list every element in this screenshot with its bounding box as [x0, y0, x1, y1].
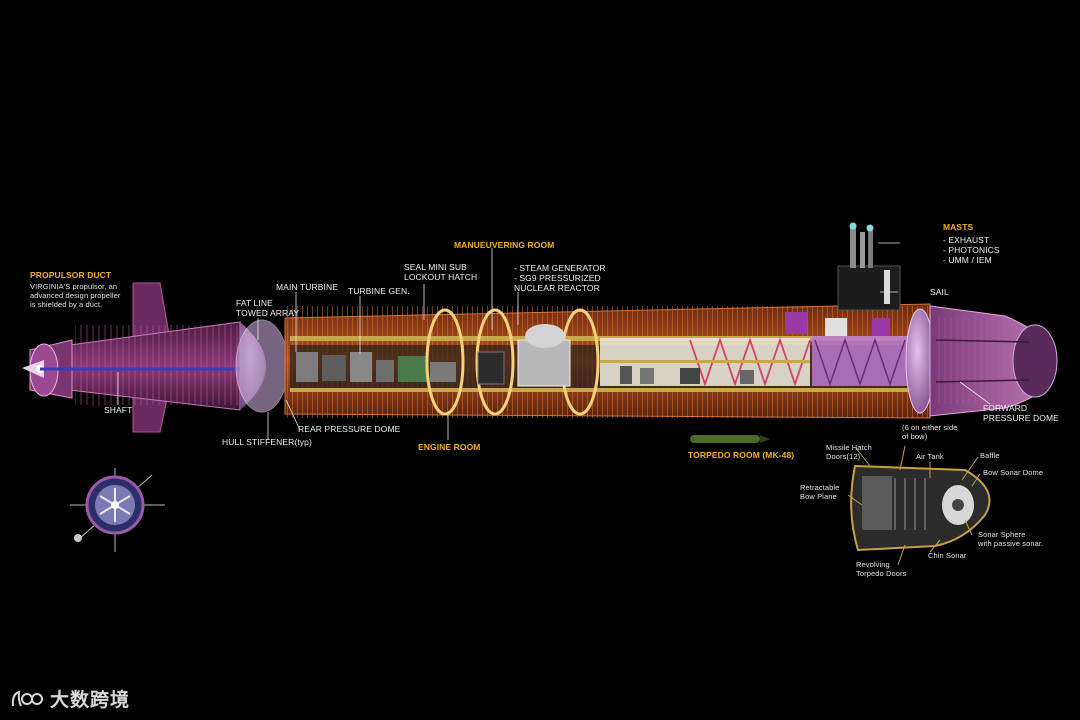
retractable-bow-plane-label-2: Bow Plane	[800, 492, 837, 501]
propulsor-desc-line-2: advanced design propeller	[30, 291, 121, 300]
bow-detail-inset	[847, 445, 991, 566]
steam-generator-label-3: NUCLEAR REACTOR	[514, 283, 600, 293]
seal-mini-sub-label-1: SEAL MINI SUB	[404, 262, 467, 272]
torpedo	[690, 435, 770, 443]
main-turbine-label: MAIN TURBINE	[276, 282, 338, 292]
steam-generator-label-2: - SG9 PRESSURIZED	[514, 273, 601, 283]
fat-line-label-1: FAT LINE	[236, 298, 273, 308]
propulsor-front-view-icon	[70, 468, 165, 552]
propulsor-desc-line-3: is shielded by a duct.	[30, 300, 103, 309]
forward-pressure-dome-label-1: FORWARD	[983, 403, 1028, 413]
masts-item-1: - EXHAUST	[943, 235, 990, 245]
engine-room-label: ENGINE ROOM	[418, 442, 481, 452]
turbine-gen-label: TURBINE GEN.	[348, 286, 410, 296]
maneuvering-room-label: MANUEUVERING ROOM	[454, 240, 555, 250]
rear-pressure-dome-label: REAR PRESSURE DOME	[298, 424, 401, 434]
forward-pressure-dome-label-2: PRESSURE DOME	[983, 413, 1059, 423]
shaft-label: SHAFT	[104, 405, 133, 415]
sail-label: SAIL	[930, 287, 949, 297]
sonar-sphere-label-1: Sonar Sphere	[978, 530, 1026, 539]
propulsor-duct-label: PROPULSOR DUCT	[30, 270, 112, 280]
fat-line-label-2: TOWED ARRAY	[236, 308, 300, 318]
air-tank-label: Air Tank	[916, 452, 944, 461]
seal-mini-sub-label-2: LOCKOUT HATCH	[404, 272, 478, 282]
watermark: 大数跨境	[10, 685, 130, 712]
watermark-logo-icon	[11, 690, 43, 706]
six-either-side-label-1: (6 on either side	[902, 423, 958, 432]
torpedo-room-label: TORPEDO ROOM (MK-48)	[688, 450, 795, 460]
hull-stiffener-label: HULL STIFFENER(typ)	[222, 437, 312, 447]
retractable-bow-plane-label-1: Retractable	[800, 483, 840, 492]
revolving-torpedo-doors-label-1: Revolving	[856, 560, 890, 569]
main-hull	[284, 303, 931, 419]
stern-section	[22, 282, 289, 433]
masts-item-2: - PHOTONICS	[943, 245, 1000, 255]
propulsor-desc-line-1: VIRGINIA'S propulsor, an	[30, 282, 118, 291]
missile-hatch-label-1: Missile Hatch	[826, 443, 872, 452]
masts-item-3: - UMM / IEM	[943, 255, 992, 265]
missile-hatch-label-2: Doors(12)	[826, 452, 861, 461]
steam-generator-label-1: - STEAM GENERATOR	[514, 263, 606, 273]
baffle-label: Baffle	[980, 451, 1000, 460]
sail	[837, 222, 901, 311]
watermark-text: 大数跨境	[50, 689, 131, 711]
six-either-side-label-2: of bow)	[902, 432, 928, 441]
masts-title-label: MASTS	[943, 222, 974, 232]
revolving-torpedo-doors-label-2: Torpedo Doors	[856, 569, 907, 578]
bow-section	[905, 305, 1058, 417]
chin-sonar-label: Chin Sonar	[928, 551, 967, 560]
sonar-sphere-label-2: with passive sonar.	[978, 539, 1044, 548]
bow-sonar-dome-label: Bow Sonar Dome	[983, 468, 1044, 477]
leader-lines	[117, 242, 991, 440]
